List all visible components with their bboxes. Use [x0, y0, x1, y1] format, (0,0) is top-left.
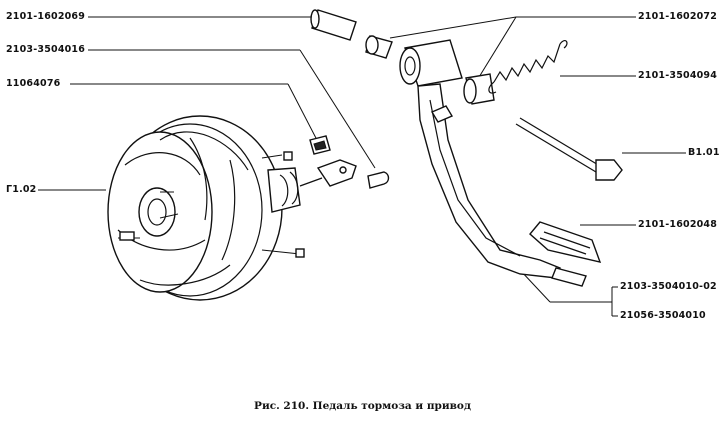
pedal-bushings [310, 9, 495, 105]
vacuum-booster [107, 115, 390, 301]
label-pad: 2101-1602048 [638, 219, 718, 230]
label-bolt: В1.01 [688, 147, 720, 158]
pivot-bolt [515, 117, 623, 181]
label-booster: Г1.02 [6, 184, 37, 195]
label-pin: 2103-3504016 [6, 44, 86, 55]
figure-caption: Рис. 210. Педаль тормоза и привод [254, 400, 471, 412]
label-bushing-right: 2101-1602072 [638, 11, 718, 22]
label-pedal-a: 2103-3504010-02 [620, 281, 717, 292]
label-spring: 2101-3504094 [638, 70, 718, 81]
leader-lines-right [389, 16, 686, 317]
leader-lines-left [38, 16, 376, 191]
label-clip: 11064076 [6, 78, 61, 89]
brake-pedal-arm [417, 83, 561, 279]
label-bushing-left: 2101-1602069 [6, 11, 86, 22]
label-pedal-b: 21056-3504010 [620, 310, 706, 321]
pedal-pad [529, 221, 602, 287]
return-spring [488, 40, 568, 94]
